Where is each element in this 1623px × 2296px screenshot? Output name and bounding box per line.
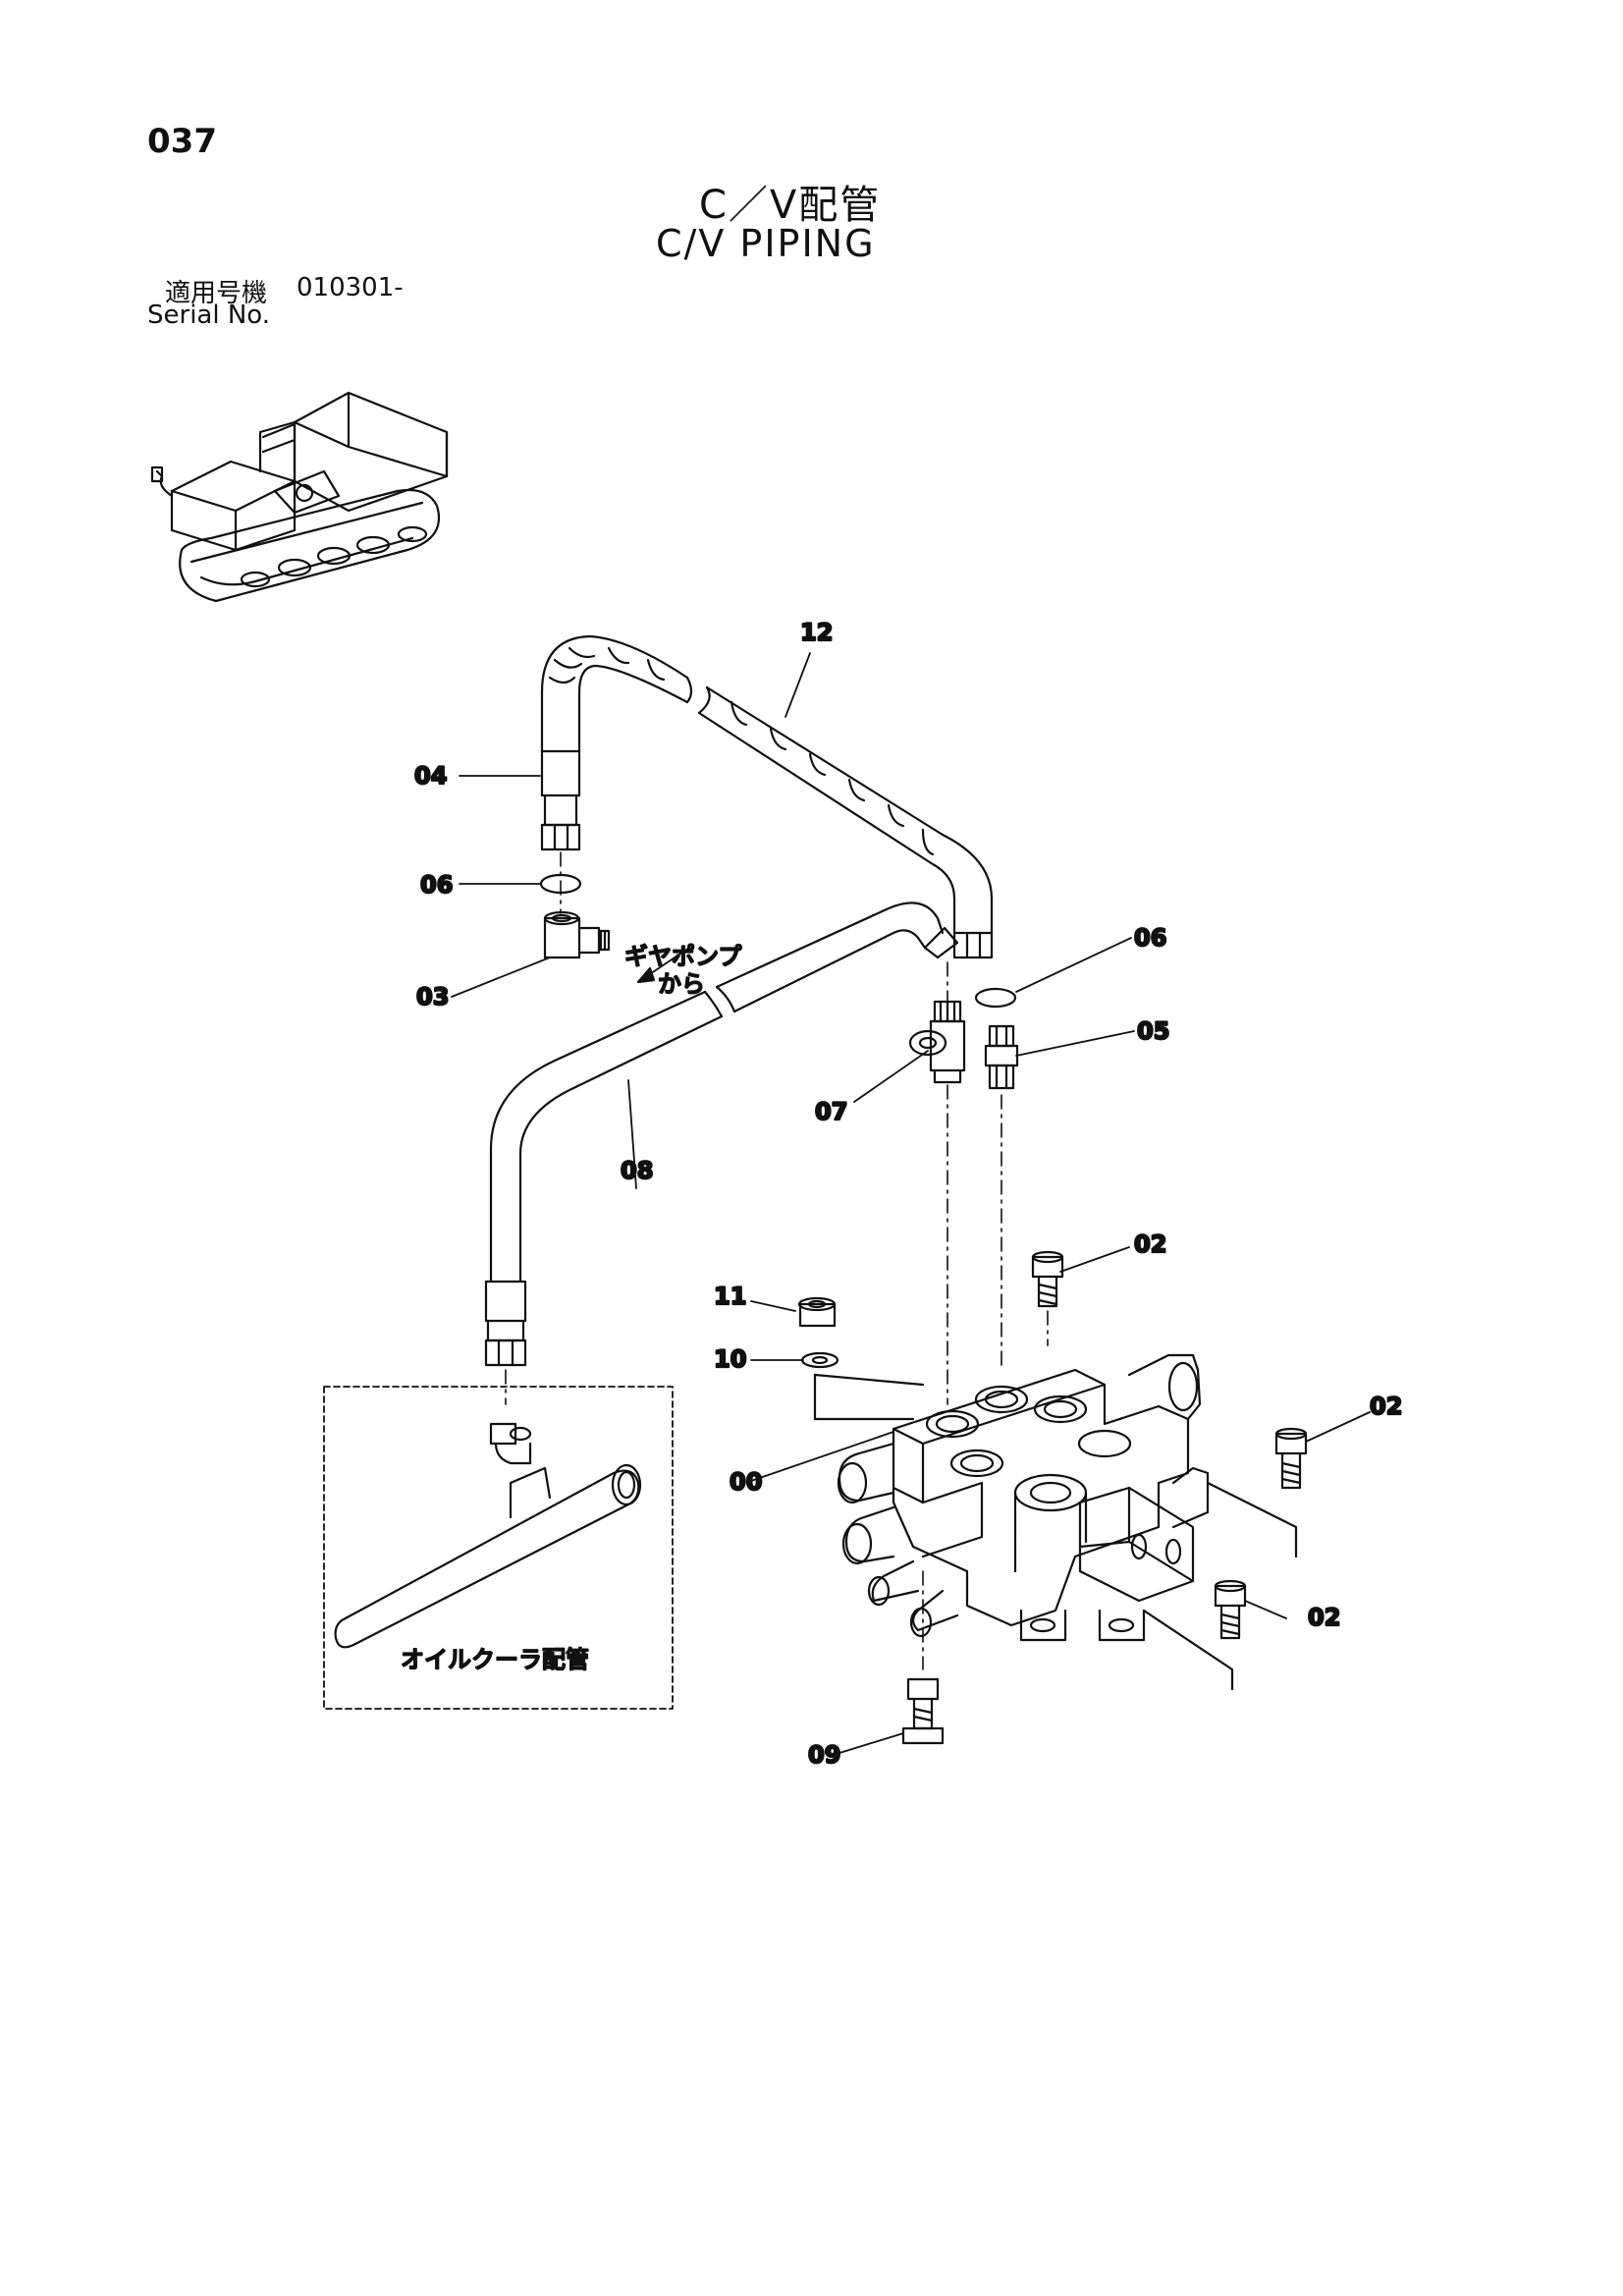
bolt-02-right <box>1274 1427 1308 1490</box>
gear-pump-arrow-icon <box>636 966 656 984</box>
callout-06-right: 06 <box>1134 924 1166 952</box>
hose-08 <box>484 902 959 1367</box>
page-title-japanese: C／V配管 <box>699 183 882 228</box>
nut-11 <box>797 1296 837 1328</box>
callout-leader-lines <box>451 652 1371 1754</box>
hose-12 <box>540 634 994 959</box>
washer-10 <box>800 1351 839 1369</box>
bolt-02-top <box>1031 1250 1064 1308</box>
bolt-02-lower <box>1214 1579 1247 1640</box>
adapter-05 <box>984 1024 1019 1090</box>
callout-02-right: 02 <box>1370 1393 1402 1420</box>
serial-number-value: 010301- <box>297 273 404 302</box>
callout-04: 04 <box>414 762 447 790</box>
bolt-09 <box>901 1677 945 1745</box>
oil-cooler-piping-inset <box>323 1386 674 1710</box>
serial-label-english: Serial No. <box>147 301 270 330</box>
page-number: 037 <box>147 122 217 161</box>
callout-08: 08 <box>621 1157 653 1184</box>
callout-02-lower: 02 <box>1308 1604 1340 1631</box>
machine-thumbnail-illustration <box>150 391 449 603</box>
note-gear-pump-line2: から <box>658 970 705 998</box>
callout-10: 10 <box>714 1345 746 1373</box>
callout-12: 12 <box>800 619 833 646</box>
callout-11: 11 <box>714 1283 746 1310</box>
note-oil-cooler-piping: オイルクーラ配管 <box>401 1646 589 1673</box>
callout-06-upper: 06 <box>420 871 453 899</box>
control-valve-00 <box>813 1353 1298 1691</box>
callout-03: 03 <box>416 983 449 1011</box>
callout-00: 00 <box>730 1468 762 1496</box>
o-ring-06-right <box>974 987 1017 1009</box>
serial-label-japanese: 適用号機 <box>165 279 268 308</box>
assembly-center-lines <box>505 851 1049 1670</box>
note-gear-pump-line1: ギヤポンプ <box>624 943 741 970</box>
elbow-fitting-03 <box>543 910 611 959</box>
page-title-english: C/V PIPING <box>656 222 876 265</box>
tee-fitting-07 <box>908 1000 966 1084</box>
callout-09: 09 <box>808 1741 840 1769</box>
callout-05: 05 <box>1137 1017 1169 1045</box>
callout-07: 07 <box>815 1098 847 1125</box>
callout-02-top: 02 <box>1134 1230 1166 1258</box>
